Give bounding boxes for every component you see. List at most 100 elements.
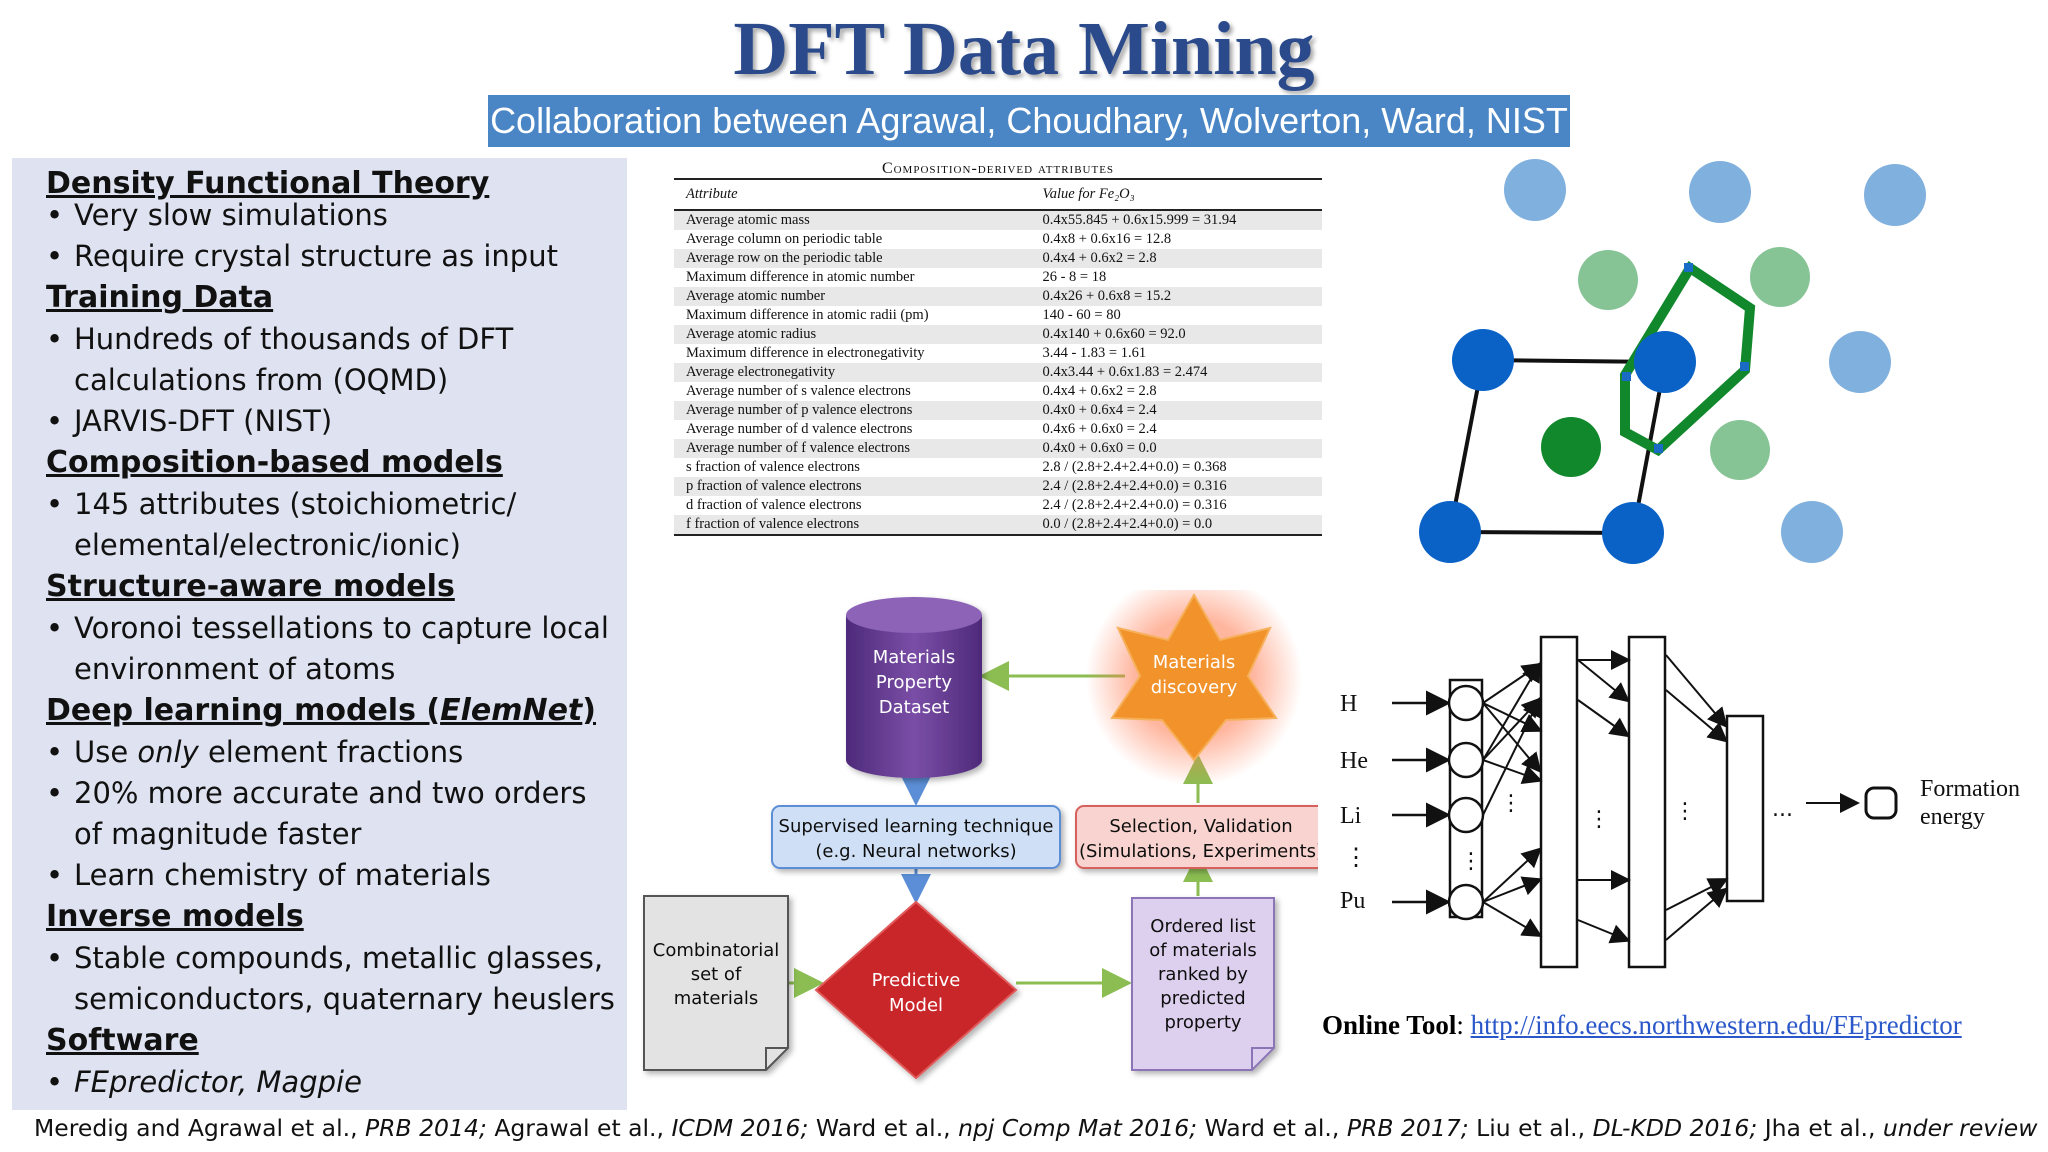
slide-title: DFT Data Mining [733, 7, 1315, 91]
table-row: d fraction of valence electrons 2.4 / (2.… [674, 496, 1322, 515]
value-cell: 0.4x26 + 0.6x8 = 15.2 [1030, 287, 1322, 306]
attribute-cell: Maximum difference in atomic radii (pm) [686, 307, 929, 323]
input-label: H [1340, 691, 1357, 717]
online-tool-label: Online Tool [1322, 1010, 1457, 1040]
svg-text:(e.g. Neural networks): (e.g. Neural networks) [815, 841, 1016, 862]
value-cell: 0.4x0 + 0.6x0 = 0.0 [1030, 439, 1322, 458]
svg-text:property: property [1164, 1012, 1241, 1033]
attribute-cell: Average number of p valence electrons [674, 401, 1031, 420]
value-cell: 0.4x0 + 0.6x4 = 2.4 [1030, 401, 1322, 420]
input-label: Li [1340, 803, 1362, 829]
dark-blue-atoms [1419, 329, 1696, 564]
output-node [1864, 786, 1898, 820]
value-cell: 0.4x4 + 0.6x2 = 2.8 [1042, 383, 1157, 399]
dataset-cylinder: Materials Property Dataset [846, 597, 982, 778]
ordered-list-doc: Ordered list of materials ranked by pred… [1131, 897, 1275, 1071]
value-cell: 3.44 - 1.83 = 1.61 [1042, 345, 1147, 361]
discovery-star: Materials discovery [1086, 590, 1302, 786]
heading-training-data: Training Data [46, 280, 274, 315]
svg-text:predicted: predicted [1160, 988, 1245, 1009]
bullet-continuation: of magnitude faster [74, 817, 362, 851]
layer-ellipsis: ⋮ [1460, 849, 1482, 874]
svg-text:Selection, Validation: Selection, Validation [1109, 816, 1292, 837]
crystal-structure-diagram [1419, 159, 1926, 564]
light-green-atom [1750, 247, 1810, 307]
table-header-value: Value for Fe₂O₃ [1030, 178, 1322, 211]
input-ellipsis: ⋮ [1344, 845, 1368, 871]
input-label: Pu [1340, 888, 1365, 914]
attribute-cell: Maximum difference in electronegativity [686, 345, 925, 361]
attribute-cell: Average row on the periodic table [674, 249, 1031, 268]
layer-ellipsis: ⋮ [1674, 799, 1696, 824]
attribute-cell: Average number of s valence electrons [686, 383, 911, 399]
light-blue-atom [1781, 501, 1843, 563]
heading-inverse-models: Inverse models [46, 899, 304, 934]
attribute-cell: f fraction of valence electrons [674, 515, 1031, 536]
output-label: energy [1920, 804, 1985, 830]
svg-text:(Simulations, Experiments): (Simulations, Experiments) [1079, 841, 1318, 862]
value-cell: 0.4x55.845 + 0.6x15.999 = 31.94 [1030, 210, 1322, 230]
light-blue-atom [1864, 164, 1926, 226]
value-cell: 140 - 60 = 80 [1042, 307, 1121, 323]
layer-ellipsis: ⋮ [1588, 807, 1610, 832]
heading-dft: Density Functional Theory [46, 166, 490, 201]
attribute-cell: Maximum difference in atomic number [686, 269, 915, 285]
bullet-continuation: environment of atoms [74, 652, 396, 686]
svg-text:ranked by: ranked by [1158, 964, 1248, 985]
light-blue-atom [1504, 159, 1566, 221]
central-green-atom [1541, 417, 1601, 477]
value-cell: 2.4 / (2.8+2.4+2.4+0.0) = 0.316 [1042, 497, 1227, 513]
value-cell: 2.4 / (2.8+2.4+2.4+0.0) = 0.316 [1030, 477, 1322, 496]
value-cell: 0.4x140 + 0.6x60 = 92.0 [1030, 325, 1322, 344]
bullet-continuation: calculations from (OQMD) [74, 363, 449, 397]
layer-ellipsis: ⋮ [1500, 791, 1522, 816]
layer-dots: ... [1772, 797, 1793, 822]
output-label: Formation [1920, 776, 2020, 802]
neural-network-diagram: H He Li ⋮ Pu [1340, 635, 2020, 969]
table-header-attribute: Attribute [674, 178, 1031, 211]
heading-composition-models: Composition-based models [46, 445, 503, 480]
svg-text:Model: Model [889, 995, 943, 1016]
attribute-cell: Average atomic mass [674, 210, 1031, 230]
value-cell: 0.4x6 + 0.6x0 = 2.4 [1042, 421, 1157, 437]
svg-text:Dataset: Dataset [879, 697, 950, 718]
attribute-cell: d fraction of valence electrons [686, 497, 862, 513]
references: Meredig and Agrawal et al., PRB 2014; Ag… [34, 1114, 2038, 1142]
heading-deep-learning: Deep learning models (ElemNet) [46, 693, 596, 728]
bullet-continuation: elemental/electronic/ionic) [74, 528, 461, 562]
svg-text:Property: Property [876, 672, 953, 693]
heading-software: Software [46, 1023, 199, 1058]
light-green-atom [1578, 250, 1638, 310]
table-row: Maximum difference in electronegativity 3… [674, 344, 1322, 363]
value-cell: 0.4x4 + 0.6x2 = 2.8 [1030, 249, 1322, 268]
light-green-atom [1710, 420, 1770, 480]
dark-blue-atom [1452, 329, 1514, 391]
fepredictor-link[interactable]: http://info.eecs.northwestern.edu/FEpred… [1470, 1010, 1962, 1040]
input-label: He [1340, 748, 1368, 774]
summary-panel: Density Functional Theory •Very slow sim… [12, 158, 627, 1110]
supervised-learning-box: Supervised learning technique (e.g. Neur… [771, 805, 1061, 869]
attribute-cell: Average atomic number [674, 287, 1031, 306]
svg-text:materials: materials [674, 988, 759, 1009]
workflow-diagram: Materials Property Dataset Materials dis… [643, 590, 1318, 1080]
table-row: Maximum difference in atomic radii (pm) 1… [674, 306, 1322, 325]
online-tool: Online Tool: http://info.eecs.northweste… [1322, 1010, 1962, 1040]
svg-text:Supervised learning technique: Supervised learning technique [779, 816, 1054, 837]
light-blue-atom [1829, 331, 1891, 393]
svg-text:Combinatorial: Combinatorial [653, 940, 779, 961]
value-cell: 0.4x3.44 + 0.6x1.83 = 2.474 [1030, 363, 1322, 382]
svg-text:discovery: discovery [1151, 677, 1238, 698]
attribute-cell: Average column on periodic table [686, 231, 883, 247]
predictive-model-diamond: Predictive Model [814, 900, 1018, 1080]
value-cell: 2.8 / (2.8+2.4+2.4+0.0) = 0.368 [1042, 459, 1227, 475]
